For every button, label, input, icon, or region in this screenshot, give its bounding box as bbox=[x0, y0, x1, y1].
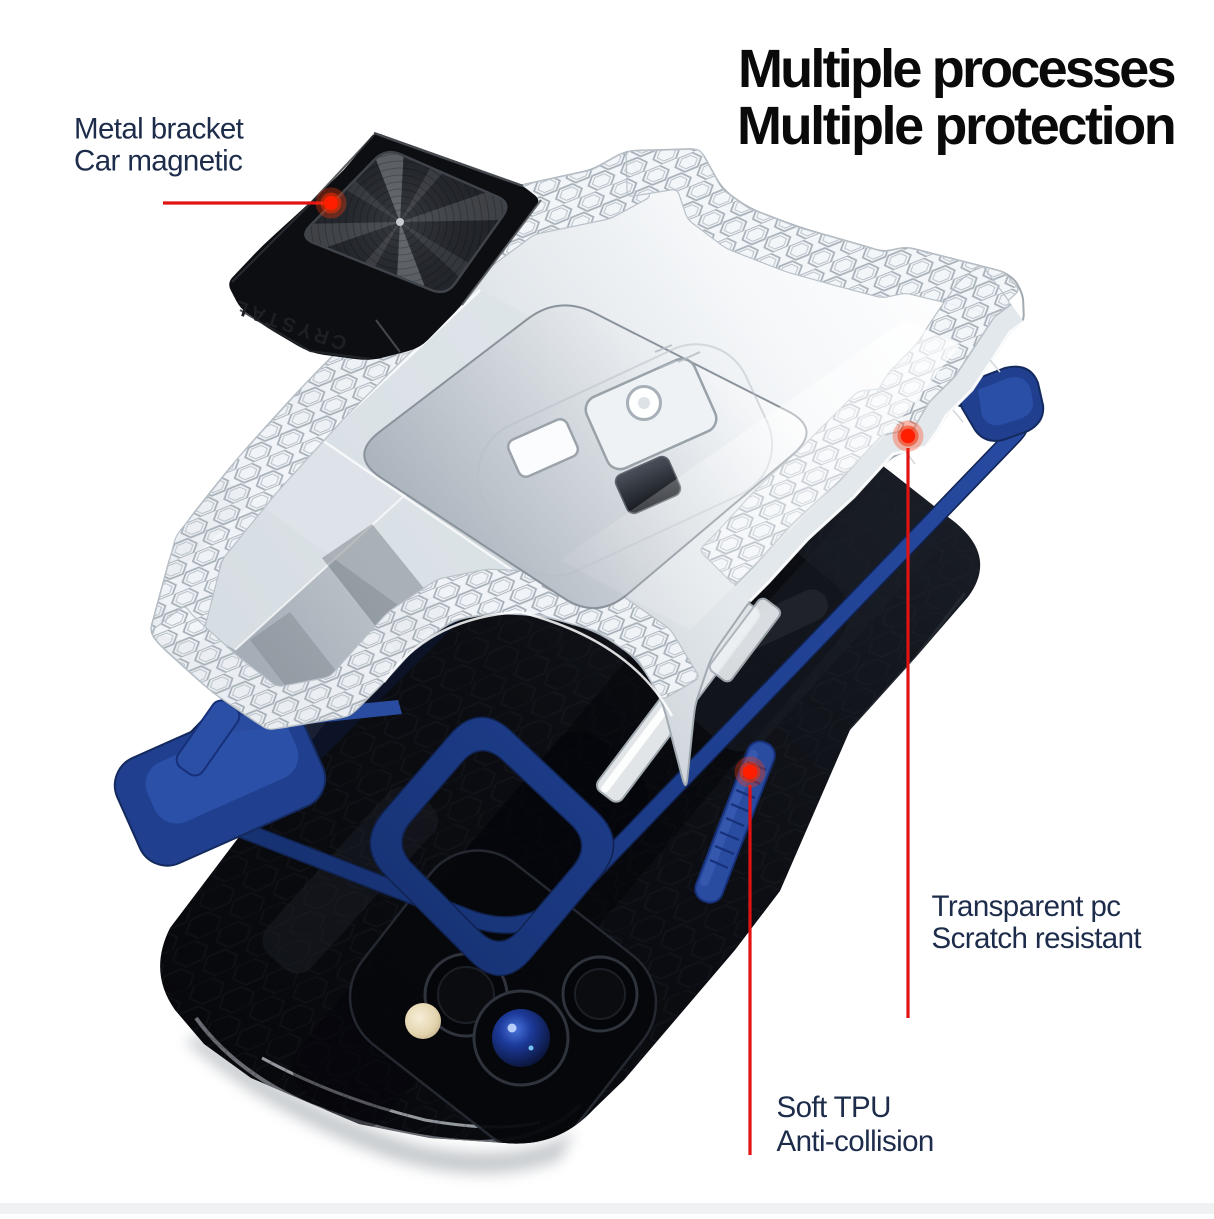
svg-text:Anti-collision: Anti-collision bbox=[777, 1125, 934, 1158]
svg-text:Transparent pc: Transparent pc bbox=[932, 890, 1121, 923]
svg-text:Multiple processes: Multiple processes bbox=[738, 39, 1175, 99]
svg-text:Scratch resistant: Scratch resistant bbox=[932, 922, 1142, 955]
svg-text:Soft TPU: Soft TPU bbox=[777, 1091, 891, 1124]
svg-text:Metal bracket: Metal bracket bbox=[74, 113, 244, 146]
svg-text:Car magnetic: Car magnetic bbox=[74, 145, 242, 178]
svg-text:Multiple protection: Multiple protection bbox=[737, 96, 1174, 156]
